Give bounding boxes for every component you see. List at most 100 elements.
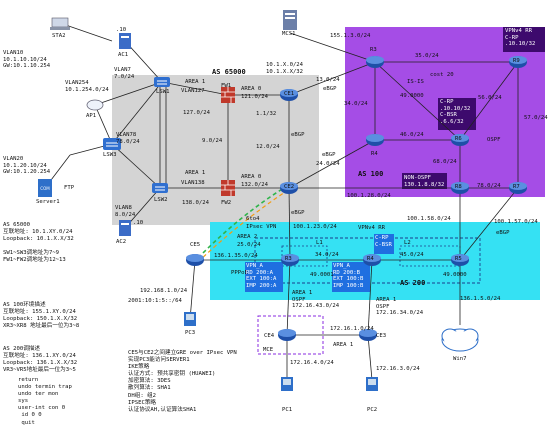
device-label-fw1: FW1 bbox=[221, 83, 232, 89]
area1-bottom-label: AREA 1 OSPF 172.16.43.0/24 bbox=[292, 290, 340, 310]
device-label-ftp: FTP bbox=[64, 185, 75, 191]
net-100157-label: 100.1.57.0/24 bbox=[494, 219, 538, 225]
net-127-label: 127.0/24 bbox=[183, 110, 210, 116]
vpnv4-rr2-box bbox=[374, 234, 394, 254]
net-34b-label: 34.0/24 bbox=[315, 252, 339, 258]
ospf-right-label: OSPF bbox=[487, 137, 501, 143]
svg-text:COM: COM bbox=[40, 186, 50, 191]
router-icon bbox=[281, 254, 299, 266]
non-ospf-label: NON-OSPF 130.1.8.8/32 bbox=[404, 175, 445, 188]
net-172164-label: 172.16.4.0/24 bbox=[290, 360, 334, 366]
switch-icons bbox=[103, 77, 170, 193]
vpnv4-rr2-label: VPNv4 RR bbox=[358, 225, 385, 231]
device-label-ce2: CE2 bbox=[284, 184, 295, 190]
ipsec-notes: CE5与CE2之间建立GRE over IPsec VPN 实现PC3能访问SE… bbox=[128, 350, 237, 413]
device-label-ac1-ip: .10 bbox=[116, 27, 127, 33]
pppoe-label: PPPoE bbox=[231, 270, 248, 276]
router-icons bbox=[186, 56, 527, 341]
net-24-label: 24.0/24 bbox=[316, 161, 340, 167]
vlan7-label: VLAN7 7.0/24 bbox=[114, 67, 135, 80]
net-49-label: 49.0000 bbox=[400, 93, 424, 99]
ebgp5-label: eBGP bbox=[496, 230, 510, 236]
l1-label: L1 bbox=[316, 240, 323, 246]
router-icon bbox=[278, 329, 296, 341]
as200-notes: AS 200调描述 互联地址: 136.1.XY.0/24 Loopback: … bbox=[3, 346, 78, 374]
device-label-fw2: FW2 bbox=[221, 200, 232, 206]
ebgp2-label: eBGP bbox=[291, 132, 305, 138]
vpnv4-rr-label: VPNv4 RR C-RP .10.10/32 bbox=[505, 28, 536, 48]
as200-title: AS 200 bbox=[400, 279, 426, 287]
device-label-r4b: R4 bbox=[367, 256, 374, 262]
router-icon bbox=[366, 134, 384, 146]
switch-icon bbox=[103, 138, 121, 150]
device-label-r9: R9 bbox=[513, 58, 520, 64]
mce-label: MCE bbox=[263, 347, 274, 353]
router-icon bbox=[451, 134, 469, 146]
vlan254-label: VLAN254 10.1.254.0/24 bbox=[65, 80, 109, 93]
device-label-sta2: STA2 bbox=[52, 33, 66, 39]
mce-outline bbox=[257, 315, 324, 355]
net-192-label: 192.168.1.0/24 bbox=[140, 288, 188, 294]
router-icon bbox=[280, 182, 298, 194]
device-label-lsw3: LSW3 bbox=[103, 152, 117, 158]
pc-icon bbox=[281, 377, 293, 391]
router-icon bbox=[509, 56, 527, 68]
ce1-nets-label: 10.1.X.0/24 10.1.X.X/32 bbox=[266, 62, 304, 75]
mcs-icon bbox=[283, 10, 297, 30]
area0-mid-label: AREA 0 bbox=[241, 174, 262, 180]
net-68-label: 68.0/24 bbox=[433, 159, 457, 165]
net-25-label: 25.0/24 bbox=[237, 242, 261, 248]
device-label-r3: R3 bbox=[285, 256, 292, 262]
device-label-server1: Server1 bbox=[36, 199, 60, 205]
area0-top-label: AREA 0 bbox=[241, 86, 262, 92]
cost20-label: cost 20 bbox=[430, 72, 454, 78]
as100-title: AS 100 bbox=[358, 170, 384, 178]
device-label-lsw2: LSW2 bbox=[154, 197, 168, 203]
vlan78-label: VLAN78 78.0/24 bbox=[116, 132, 140, 145]
router-icon bbox=[186, 254, 204, 266]
device-label-ac1: AC1 bbox=[118, 52, 129, 58]
device-label-ac2-ip: .10 bbox=[133, 220, 144, 226]
net-172163-label: 172.16.3.0/24 bbox=[376, 366, 420, 372]
vlan127-label: VLAN127 bbox=[181, 88, 205, 94]
switch-icon bbox=[154, 77, 170, 87]
net-9-label: 9.0/24 bbox=[202, 138, 223, 144]
ebgp4-label: eBGP bbox=[291, 210, 305, 216]
firewall-icons bbox=[221, 87, 235, 196]
device-label-pc1: PC1 bbox=[282, 407, 293, 413]
device-label-r6: R6 bbox=[455, 136, 462, 142]
net-132-label: 132.0/24 bbox=[241, 182, 268, 188]
device-label-ap1: AP1 bbox=[86, 113, 97, 119]
device-label-ce5: CE5 bbox=[190, 242, 201, 248]
crp-bsr-box bbox=[438, 98, 476, 130]
net-56-label: 56.0/24 bbox=[478, 95, 502, 101]
net-2001-label: 2001:10:1:5::/64 bbox=[128, 298, 182, 304]
router-icon bbox=[280, 89, 298, 101]
net-34-label: 34.0/24 bbox=[344, 101, 368, 107]
cli-commands: return undo termin trap undo ter mon sys… bbox=[18, 377, 72, 426]
ebgp3-label: eBGP bbox=[322, 152, 336, 158]
device-label-lsw1: LSW1 bbox=[156, 89, 170, 95]
net-100123-label: 100.1.23.0/24 bbox=[293, 224, 337, 230]
ipsec-label: IPsec VPN bbox=[246, 224, 277, 230]
router-icon bbox=[509, 182, 527, 194]
net-17216-label: 172.16.1.0/24 bbox=[330, 326, 374, 332]
crp-cbsr2-label: C-RP C-BSR bbox=[375, 235, 392, 248]
net-45-label: 45.0/24 bbox=[400, 252, 424, 258]
switch-icon bbox=[152, 183, 168, 193]
net-155-label: 155.1.3.0/24 bbox=[330, 33, 371, 39]
pc-icon bbox=[366, 377, 378, 391]
ebgp1-label: eBGP bbox=[323, 86, 337, 92]
vlan138-label: VLAN138 bbox=[181, 180, 205, 186]
net-138-label: 138.0/24 bbox=[182, 200, 209, 206]
area2-label: AREA 2 bbox=[237, 234, 258, 240]
device-label-pc2: PC2 bbox=[367, 407, 378, 413]
device-label-ce4: CE4 bbox=[264, 333, 275, 339]
device-label-r7: R7 bbox=[513, 184, 520, 190]
net-136135-label: 136.1.35.0/24 bbox=[214, 253, 258, 259]
net-121-label: 121.0/24 bbox=[241, 94, 268, 100]
ac-icon bbox=[119, 33, 131, 49]
isis-label: IS-IS bbox=[407, 79, 424, 85]
device-label-mcs1: MCS1 bbox=[282, 31, 296, 37]
